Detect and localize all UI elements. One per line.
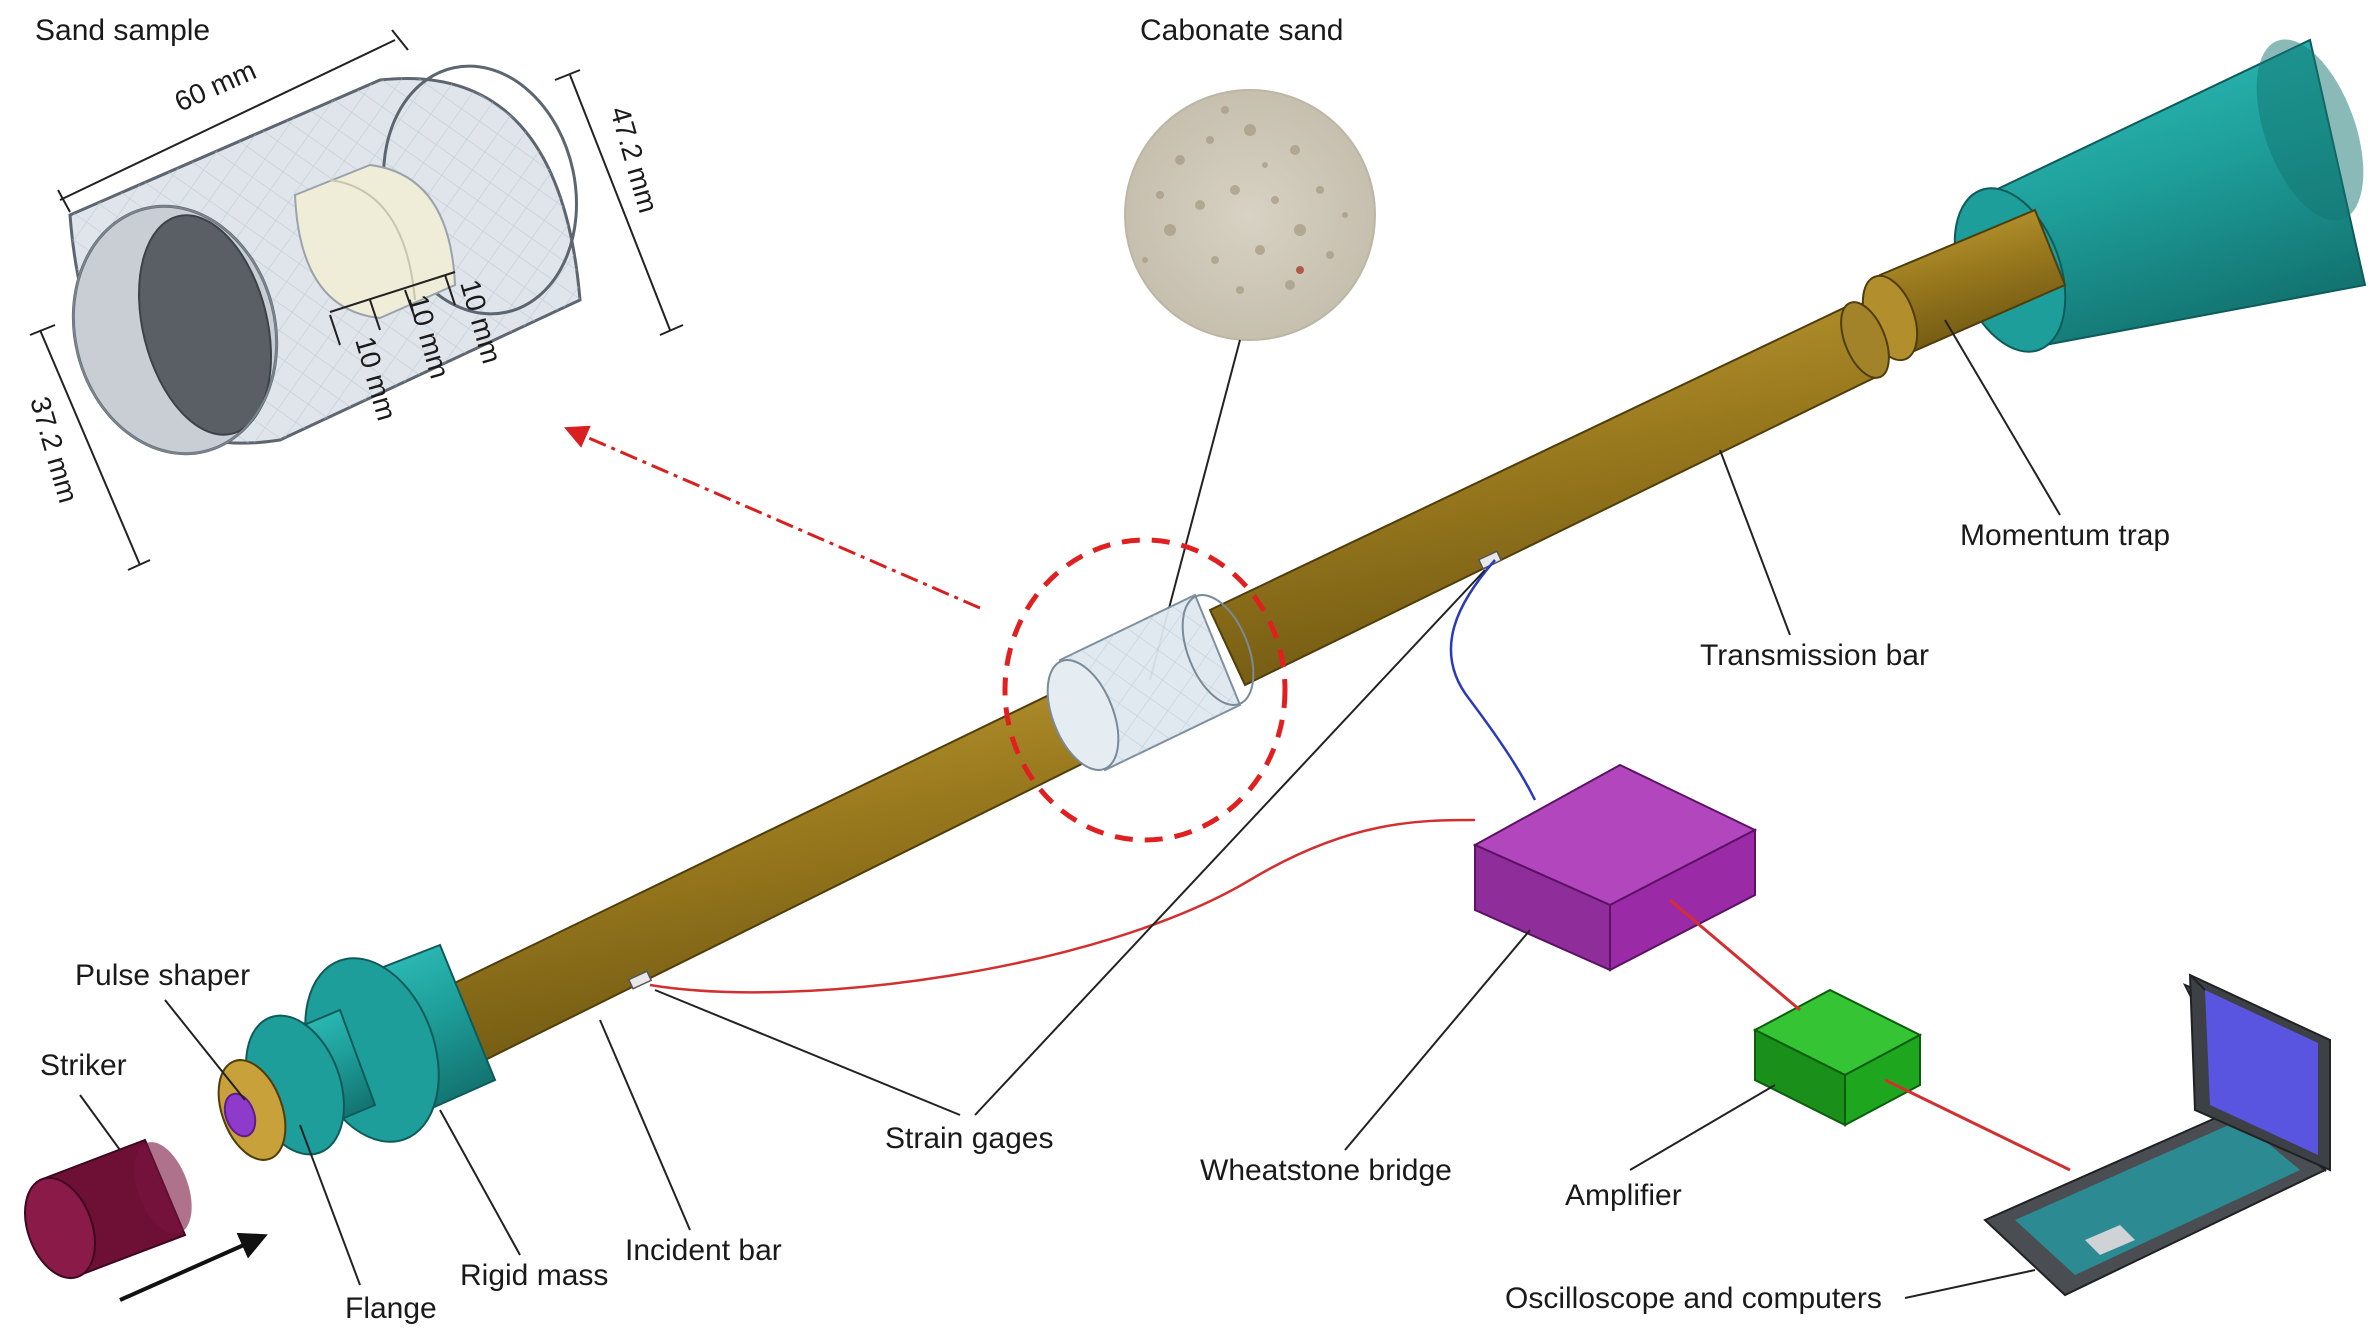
wire-incident-gage [649,818,1476,994]
sand-layer-band [293,163,457,320]
label-strain-gages: Strain gages [885,1122,1053,1155]
dim-line-inner-diameter [39,329,141,566]
detail-arrow [563,425,981,610]
label-wheatstone-bridge: Wheatstone bridge [1200,1154,1452,1187]
dim-line-length [59,39,396,201]
incident-bar [438,678,1112,1067]
transmission-bar [1208,301,1890,687]
striker-direction-arrow [119,1232,268,1302]
label-sand-sample: Sand sample [35,14,210,47]
wire-transmission-gage [1449,559,1537,801]
label-amplifier: Amplifier [1565,1179,1682,1212]
label-rigid-mass: Rigid mass [460,1259,608,1292]
cabonate-sand-inset: Cabonate sand [1124,14,1376,681]
sample-inner-bore [138,214,272,436]
wire-bridge-amplifier [1669,898,1801,1012]
striker [24,1138,192,1280]
label-transmission-bar: Transmission bar [1700,639,1929,672]
label-incident-bar: Incident bar [625,1234,782,1267]
dim-line-outer-diameter [569,74,671,331]
dim-length: 60 mm [170,54,261,117]
wheatstone-bridge [1472,763,1758,972]
laptop-icon [1983,973,2331,1297]
amplifier [1752,988,1923,1127]
label-striker: Striker [40,1049,127,1082]
label-oscilloscope: Oscilloscope and computers [1505,1282,1882,1315]
pulse-shaper [217,1059,287,1161]
wire-amplifier-laptop [1884,1078,2071,1172]
dim-outer-diameter: 47.2 mm [604,103,664,216]
label-momentum-trap: Momentum trap [1960,519,2170,552]
sand-grains [1142,106,1348,294]
momentum-trap [1953,38,2367,353]
sand-sample-detail: 60 mm 47.2 mm 37.2 mm 10 mm 10 mm 10 mm … [24,14,684,571]
label-cabonate-sand: Cabonate sand [1140,14,1344,47]
specimen-sleeve [1046,593,1255,772]
specimen-highlight-circle [1002,537,1288,843]
label-pulse-shaper: Pulse shaper [75,959,250,992]
label-flange: Flange [345,1292,437,1325]
strain-gage-incident [627,970,653,990]
